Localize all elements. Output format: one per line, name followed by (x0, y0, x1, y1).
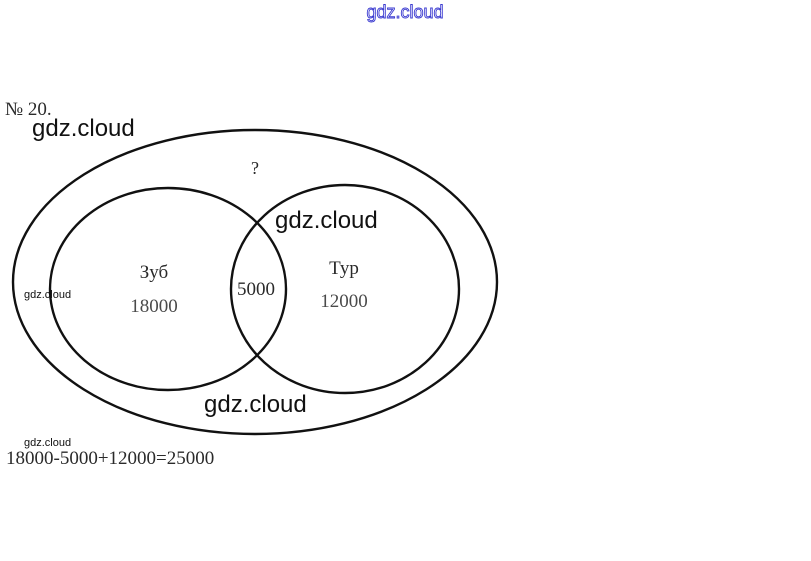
left-set-name: Зуб (140, 262, 168, 283)
left-set-value: 18000 (130, 296, 178, 317)
watermark-small-2: gdz.cloud (24, 437, 71, 449)
watermark-large-1: gdz.cloud (32, 115, 135, 142)
watermark-top: gdz.cloud (366, 2, 443, 22)
left-set-ellipse (48, 186, 288, 392)
right-set-ellipse (229, 183, 461, 395)
solution-equation: 18000-5000+12000=25000 (6, 448, 214, 469)
intersection-value: 5000 (237, 279, 275, 300)
right-set-value: 12000 (320, 291, 368, 312)
watermark-small-1: gdz.cloud (24, 289, 71, 301)
watermark-large-2: gdz.cloud (275, 207, 378, 234)
problem-number: № 20. (5, 99, 52, 120)
outer-set-label: ? (251, 158, 259, 178)
watermark-large-3: gdz.cloud (204, 391, 307, 418)
right-set-name: Тур (329, 258, 359, 279)
outer-set-ellipse (11, 128, 499, 436)
